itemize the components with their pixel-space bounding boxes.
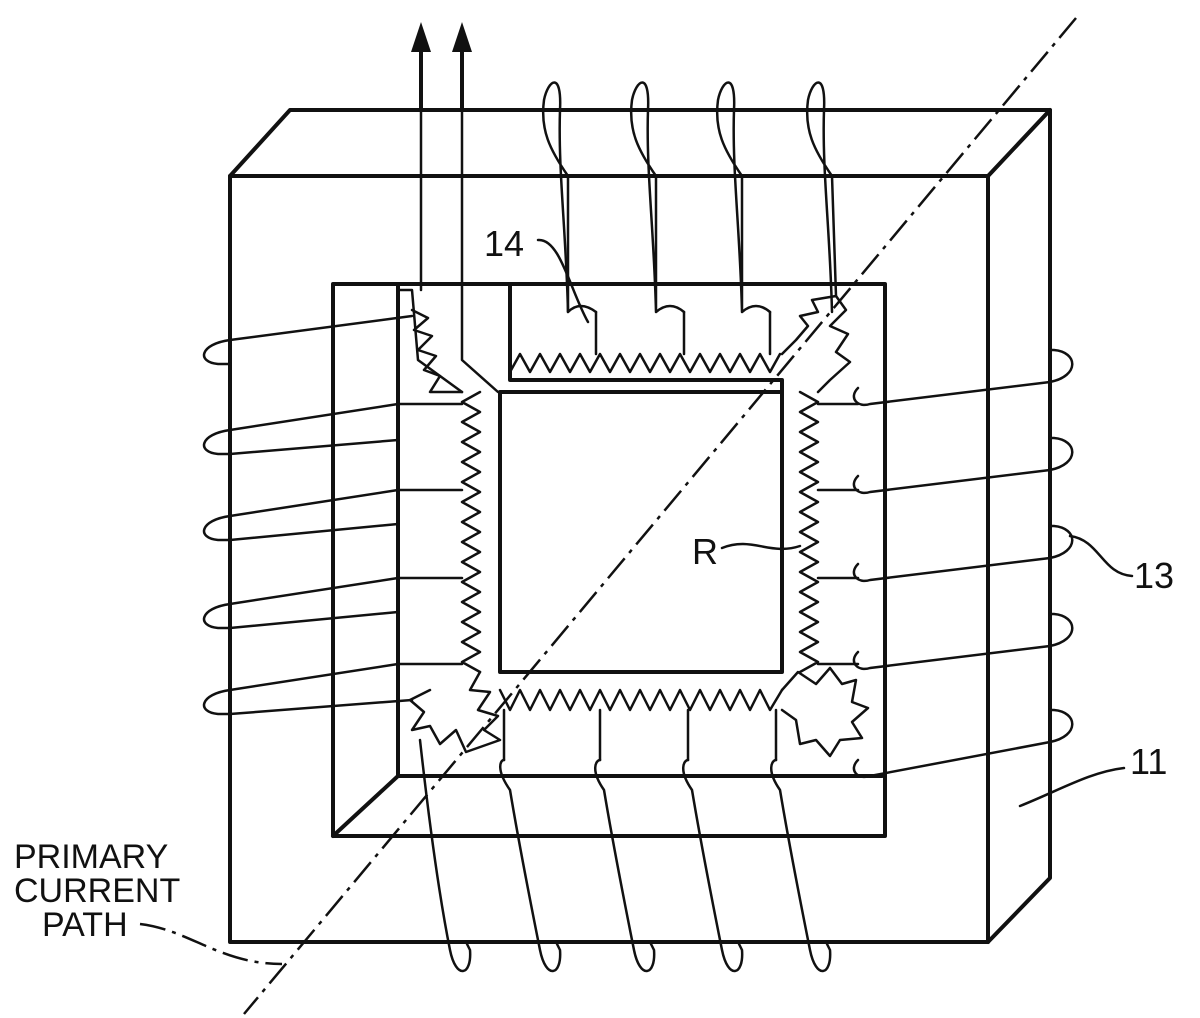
ref-label-R: R <box>692 531 718 572</box>
path-label-line-2: CURRENT <box>14 872 180 910</box>
winding-bottom <box>418 738 832 973</box>
inner-square <box>498 282 784 674</box>
resistor-taps <box>396 310 860 762</box>
leader-14 <box>536 238 590 324</box>
output-leads <box>411 22 472 112</box>
leader-11 <box>1018 766 1126 808</box>
resistor-top <box>508 352 782 374</box>
arrow-up-icon <box>452 22 472 52</box>
winding-right <box>852 348 1074 779</box>
resistor-bottom <box>498 688 784 712</box>
core-window <box>331 282 887 838</box>
core-top-face <box>228 108 1052 178</box>
resistor-corner-bl <box>408 670 502 754</box>
leader-13 <box>1068 534 1134 578</box>
path-label-line-3: PATH <box>42 906 128 944</box>
resistor-corner-tr <box>780 294 852 394</box>
path-label-line-1: PRIMARY <box>14 838 168 876</box>
leader-primary-current-path <box>139 922 283 966</box>
core-side-face <box>986 108 1052 944</box>
resistor-left <box>460 390 482 674</box>
primary-current-path-label: PRIMARY CURRENT PATH <box>14 838 180 944</box>
ref-label-14: 14 <box>484 223 524 264</box>
resistor-network <box>396 294 870 762</box>
resistor-corner-tl <box>410 308 464 394</box>
window-depth-edges <box>331 282 884 838</box>
winding-left <box>202 314 414 716</box>
resistor-right <box>798 390 820 674</box>
ref-label-13: 13 <box>1134 555 1174 596</box>
arrow-up-icon <box>411 22 431 52</box>
resistor-corner-br <box>780 666 870 758</box>
leader-R <box>720 542 802 551</box>
primary-current-path-line <box>243 17 1077 1015</box>
ref-label-11: 11 <box>1130 741 1167 782</box>
